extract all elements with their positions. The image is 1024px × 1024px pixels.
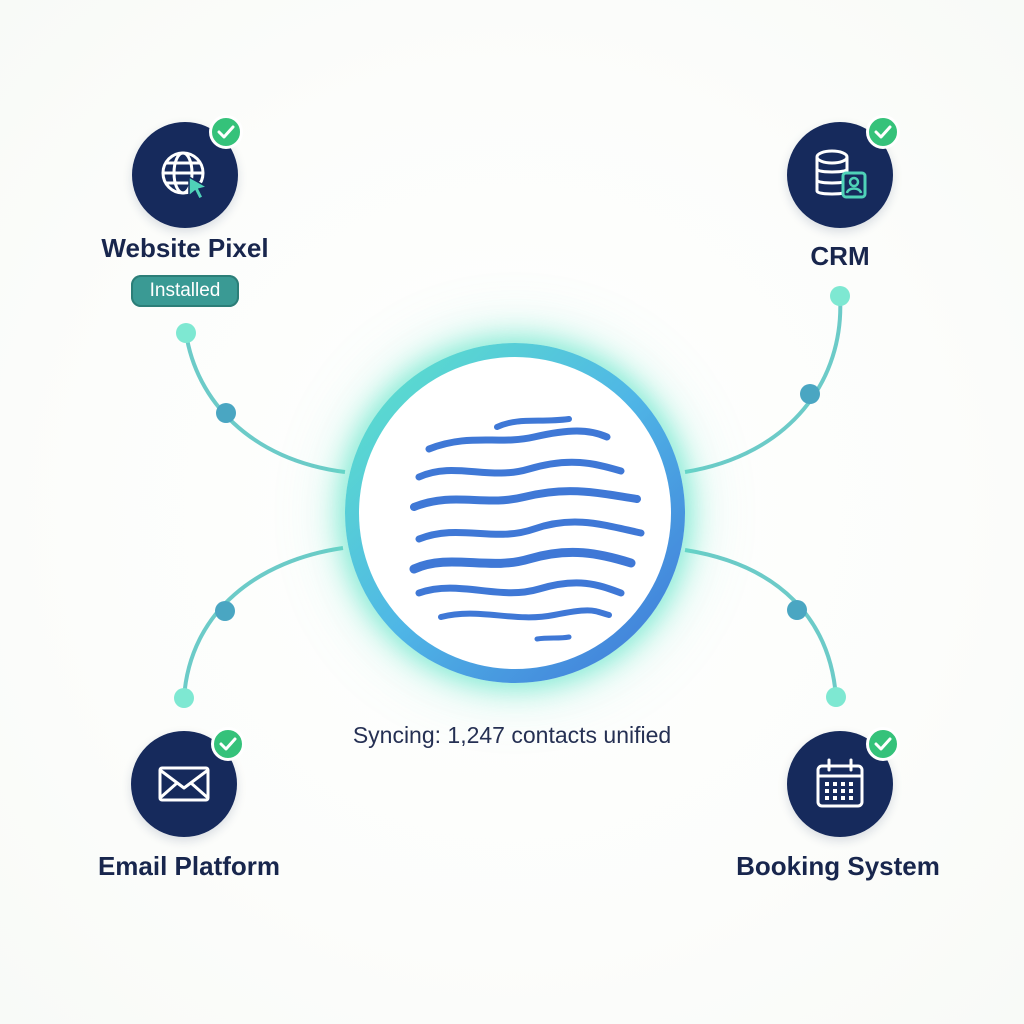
envelope-icon bbox=[158, 766, 210, 802]
booking-system-label: Booking System bbox=[736, 851, 940, 881]
connector-dot bbox=[830, 286, 850, 306]
connector-crm bbox=[684, 295, 843, 474]
connector-dot bbox=[787, 600, 807, 620]
database-contact-icon bbox=[815, 149, 867, 199]
connector-dot bbox=[826, 687, 846, 707]
connector-dot bbox=[174, 688, 194, 708]
sync-status: Syncing: 1,247 contacts unified bbox=[352, 722, 672, 748]
website-check-icon bbox=[209, 115, 243, 149]
hub-face bbox=[359, 357, 671, 669]
connector-dot bbox=[176, 323, 196, 343]
connector-dot bbox=[216, 403, 236, 423]
calendar-icon bbox=[816, 758, 864, 808]
website-pixel-label: Website Pixel bbox=[101, 233, 269, 263]
crm-check-icon bbox=[866, 115, 900, 149]
connector-dot bbox=[800, 384, 820, 404]
crm-label: CRM bbox=[810, 241, 870, 271]
connector-website bbox=[184, 332, 346, 474]
connector-dot bbox=[215, 601, 235, 621]
email-platform-label: Email Platform bbox=[97, 851, 281, 881]
sync-hub bbox=[345, 343, 685, 683]
booking-check-icon bbox=[866, 727, 900, 761]
wave-lines-icon bbox=[409, 416, 645, 642]
email-check-icon bbox=[211, 727, 245, 761]
connector-email bbox=[182, 546, 344, 699]
installed-badge: Installed bbox=[131, 275, 239, 307]
connector-booking bbox=[684, 548, 838, 698]
globe-cursor-icon bbox=[161, 151, 210, 201]
website-pixel-node[interactable] bbox=[132, 122, 238, 228]
